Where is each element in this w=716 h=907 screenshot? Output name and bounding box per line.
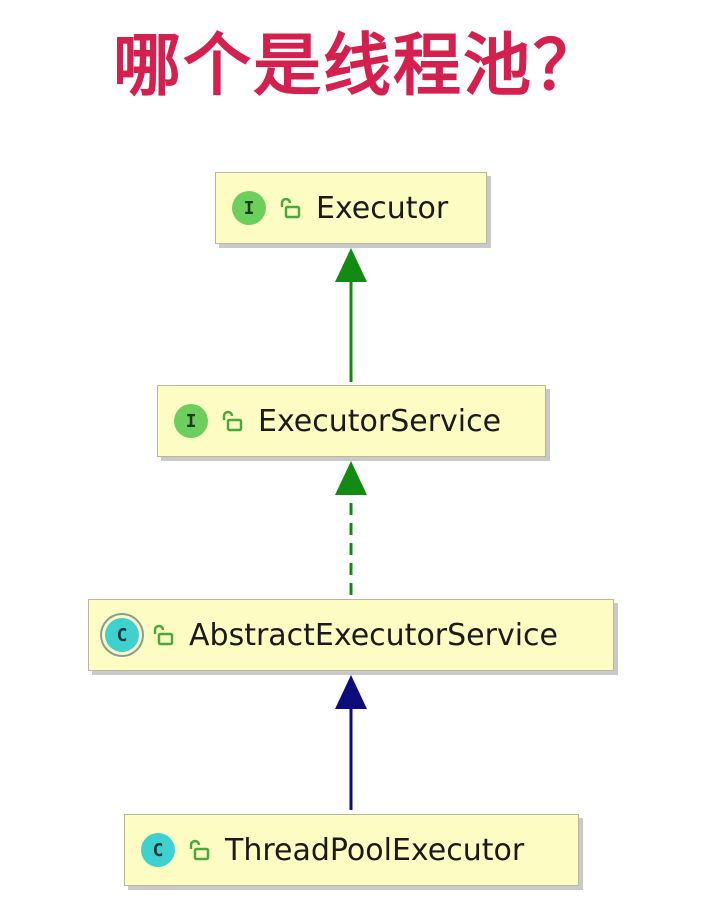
node-executor[interactable]: I Executor [215,172,487,244]
class-icon: C [141,833,175,867]
arrowhead-executorservice [335,461,367,495]
node-executor-service[interactable]: I ExecutorService [157,385,546,457]
node-label: AbstractExecutorService [189,617,559,653]
arrowhead-executor [335,248,367,282]
node-thread-pool-executor[interactable]: C ThreadPoolExecutor [124,814,579,886]
interface-icon: I [232,191,266,225]
node-abstract-executor-service[interactable]: C AbstractExecutorService [88,599,614,671]
arrowhead-abstractexecutorservice [335,675,367,709]
interface-icon: I [174,404,208,438]
unlock-icon [153,624,174,646]
unlock-icon [222,410,243,432]
node-label: ThreadPoolExecutor [225,832,525,868]
unlock-icon [189,839,210,861]
node-label: Executor [316,190,449,226]
node-label: ExecutorService [258,403,502,439]
abstract-class-icon: C [105,618,139,652]
unlock-icon [280,197,301,219]
page-title: 哪个是线程池？ [112,27,603,106]
